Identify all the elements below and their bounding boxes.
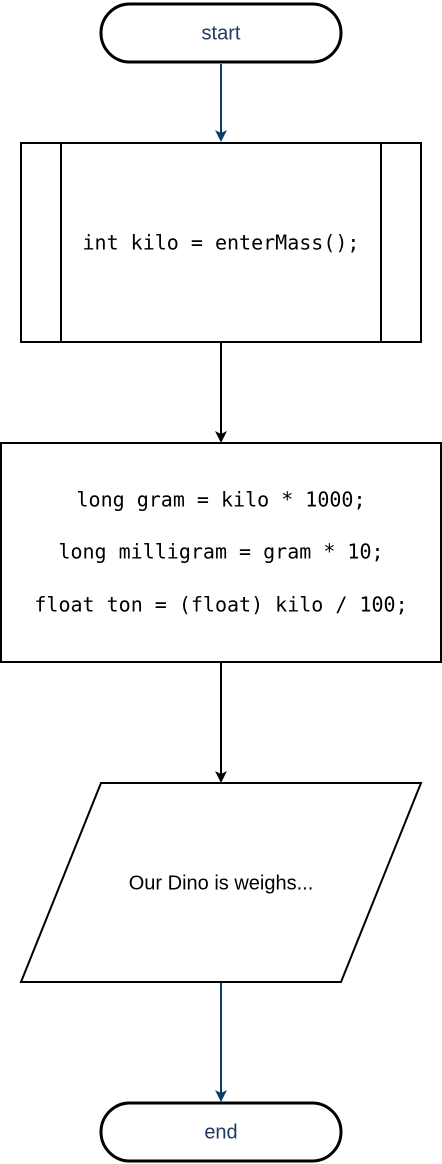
- call-node: int kilo = enterMass();: [20, 142, 422, 343]
- start-label: start: [202, 22, 241, 44]
- process-node: long gram = kilo * 1000; long milligram …: [0, 442, 442, 663]
- process-line-2: long milligram = gram * 10;: [58, 540, 383, 564]
- call-predefined-process-shape: [20, 142, 422, 343]
- start-terminator-shape: [99, 2, 343, 64]
- call-label: int kilo = enterMass();: [83, 231, 360, 255]
- end-node: end: [99, 1101, 343, 1163]
- process-line-1: long gram = kilo * 1000;: [77, 488, 366, 512]
- process-shape: [0, 442, 442, 663]
- end-terminator-shape: [99, 1101, 343, 1163]
- end-label: end: [204, 1121, 237, 1143]
- process-line-3: float ton = (float) kilo / 100;: [34, 593, 407, 617]
- start-node: start: [99, 2, 343, 64]
- output-parallelogram-shape: [19, 782, 423, 983]
- output-node: Our Dino is weighs...: [19, 782, 423, 983]
- output-label: Our Dino is weighs...: [129, 872, 314, 894]
